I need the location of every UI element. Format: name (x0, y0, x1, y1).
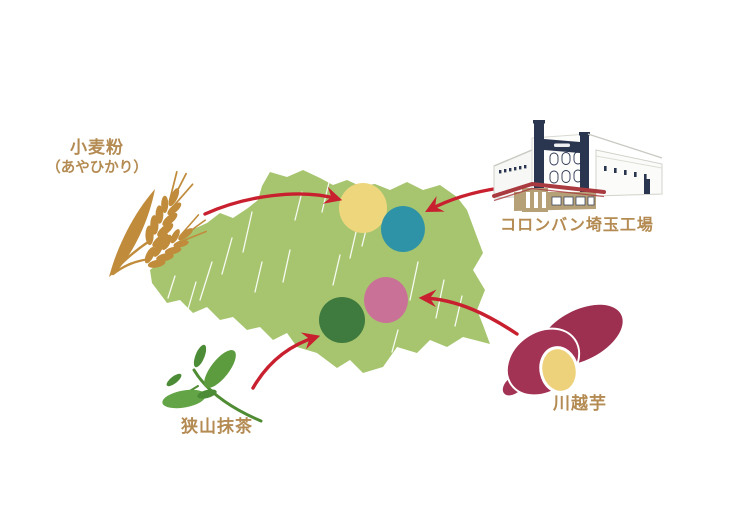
arrow-matcha-to-map (251, 332, 321, 390)
factory-building-icon (492, 120, 663, 212)
arrow-factory-to-map (425, 186, 502, 213)
sweet-potato-dot (364, 277, 408, 323)
factory-label: コロンバン埼玉工場 (500, 215, 654, 234)
connector-arrows (203, 186, 519, 390)
arrow-potato-to-map (418, 289, 519, 336)
wheat-dot (339, 183, 387, 233)
factory-dot (381, 206, 425, 252)
wheat-label: 小麦粉 （あやひかり） (18, 137, 176, 178)
saitama-map-shape (150, 170, 490, 373)
arrow-wheat-to-map (203, 186, 343, 216)
tea-leaves-icon (162, 344, 263, 423)
map-location-dots (319, 183, 425, 343)
wheat-stalk-icon (109, 166, 214, 277)
sweet-potato-label: 川越芋 (553, 394, 607, 414)
sweet-potato-icon (502, 304, 623, 397)
wheat-label-line2: （あやひかり） (46, 159, 148, 177)
matcha-label: 狭山抹茶 (181, 417, 253, 437)
matcha-dot (319, 297, 365, 343)
wheat-label-line1: 小麦粉 (70, 138, 124, 158)
